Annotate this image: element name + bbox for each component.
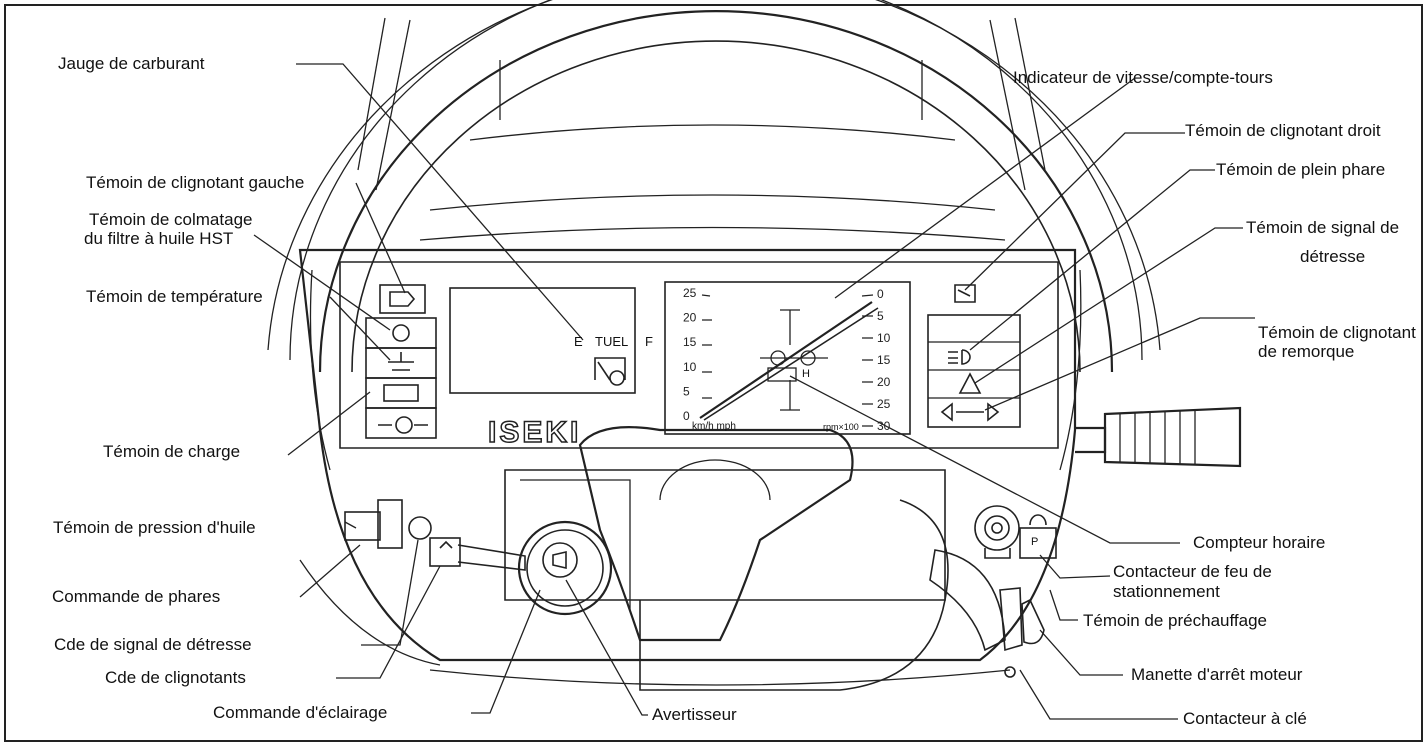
speed-scale-left: 25 20 15 10 5 0 (683, 286, 697, 423)
fuel-label: TUEL (595, 334, 629, 349)
label-cde-clignotants: Cde de clignotants (105, 668, 246, 687)
iseki-logo-text: ISEKI (487, 416, 582, 449)
right-controls (929, 505, 1057, 678)
label-commande-phares: Commande de phares (52, 587, 221, 606)
fuel-gauge-window (449, 287, 636, 394)
speed-scale-tick-label: 20 (683, 311, 697, 325)
speed-scale-tick-label: 5 (683, 384, 690, 398)
dashboard-body (298, 248, 1082, 691)
fuel-empty-mark: E (574, 334, 583, 349)
label-clignotant-remorque-1: Témoin de clignotant (1258, 323, 1416, 342)
label-feu-stationnement-2: stationnement (1113, 582, 1220, 601)
rpm-scale-tick-label: 25 (877, 397, 891, 411)
right-stalk (1075, 406, 1242, 468)
rpm-scale-tick-label: 15 (877, 353, 891, 367)
rpm-unit: rpm×100 (823, 422, 859, 432)
right-lamp-column (927, 284, 1021, 428)
speed-scale-tick-label: 25 (683, 286, 697, 300)
steering-wheel (267, 0, 1161, 373)
speed-scale-tick-label: 15 (683, 335, 697, 349)
left-switch-cluster (344, 499, 526, 571)
label-pression-huile: Témoin de pression d'huile (53, 518, 256, 537)
label-clignotant-gauche: Témoin de clignotant gauche (86, 173, 305, 192)
label-plein-phare: Témoin de plein phare (1216, 160, 1386, 179)
rpm-scale-tick-label: 20 (877, 375, 891, 389)
fuel-full-mark: F (645, 334, 653, 349)
label-prechauffage: Témoin de préchauffage (1083, 611, 1267, 630)
label-compteur-horaire: Compteur horaire (1193, 533, 1326, 552)
kmh-mph-unit: km/h mph (692, 421, 736, 432)
label-clignotant-droit: Témoin de clignotant droit (1185, 121, 1381, 140)
rpm-scale-tick-label: 5 (877, 309, 884, 323)
rpm-scale-tick-label: 30 (877, 419, 891, 433)
speed-scale-tick-label: 0 (683, 409, 690, 423)
label-arret-moteur: Manette d'arrêt moteur (1131, 665, 1303, 684)
label-cde-detresse: Cde de signal de détresse (54, 635, 252, 654)
label-feu-stationnement-1: Contacteur de feu de (1113, 562, 1272, 581)
label-avertisseur: Avertisseur (652, 705, 737, 724)
diagram-frame (4, 4, 1423, 742)
left-lamp-column (365, 284, 437, 439)
rpm-scale-tick-label: 10 (877, 331, 891, 345)
label-commande-eclairage: Commande d'éclairage (213, 703, 388, 722)
label-charge: Témoin de charge (103, 442, 241, 461)
label-colmatage-1: Témoin de colmatage (89, 210, 253, 229)
label-clignotant-remorque-2: de remorque (1258, 342, 1355, 361)
parking-mark: P (1031, 536, 1039, 548)
rpm-scale-tick-label: 0 (877, 287, 884, 301)
rpm-scale-right: 0 5 10 15 20 25 30 (877, 287, 891, 433)
light-switch-knob (517, 520, 613, 616)
label-contacteur-cle: Contacteur à clé (1183, 709, 1307, 728)
label-indicateur-vitesse: Indicateur de vitesse/compte-tours (1013, 68, 1273, 87)
speed-scale-tick-label: 10 (683, 360, 697, 374)
leader-lines (253, 63, 1255, 720)
speedometer-window (664, 281, 911, 435)
label-signal-detresse-2: détresse (1300, 247, 1366, 266)
label-temperature: Témoin de température (86, 287, 263, 306)
label-jauge-carburant: Jauge de carburant (58, 54, 205, 73)
label-signal-detresse-1: Témoin de signal de (1246, 218, 1400, 237)
hour-meter-mark: H (802, 368, 810, 380)
label-colmatage-2: du filtre à huile HST (84, 229, 234, 248)
